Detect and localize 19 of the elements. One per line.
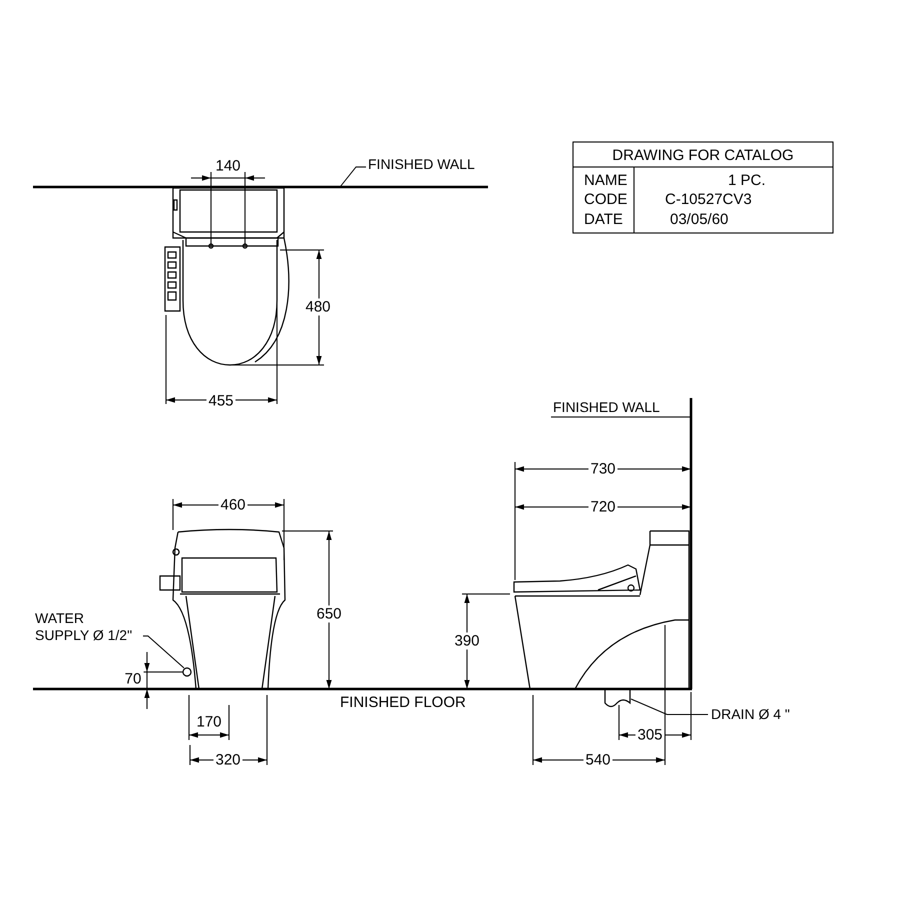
dimension-label: 390 <box>452 632 482 650</box>
callout-label: FINISHED WALL <box>553 399 660 416</box>
callout-label: FINISHED WALL <box>368 156 475 173</box>
title-block-text: CODE <box>584 191 628 208</box>
title-block-text: DATE <box>584 211 623 228</box>
dimension-label: 480 <box>303 298 333 316</box>
title-block-text: 1 PC. <box>728 172 766 189</box>
title-block-text: NAME <box>584 172 628 189</box>
title-block-text: C-10527CV3 <box>665 191 752 208</box>
callout-label: WATER SUPPLY Ø 1/2" <box>35 610 141 644</box>
floor-label: FINISHED FLOOR <box>340 694 466 711</box>
callout-label: DRAIN Ø 4 " <box>711 706 790 723</box>
leader-line <box>630 698 708 715</box>
title-block-heading: DRAWING FOR CATALOG <box>612 147 794 164</box>
title-block-text: 03/05/60 <box>670 211 728 228</box>
leader-line <box>340 166 366 188</box>
dimension-label: 650 <box>314 606 344 622</box>
leader-line <box>550 416 692 418</box>
leader-line <box>142 636 184 668</box>
